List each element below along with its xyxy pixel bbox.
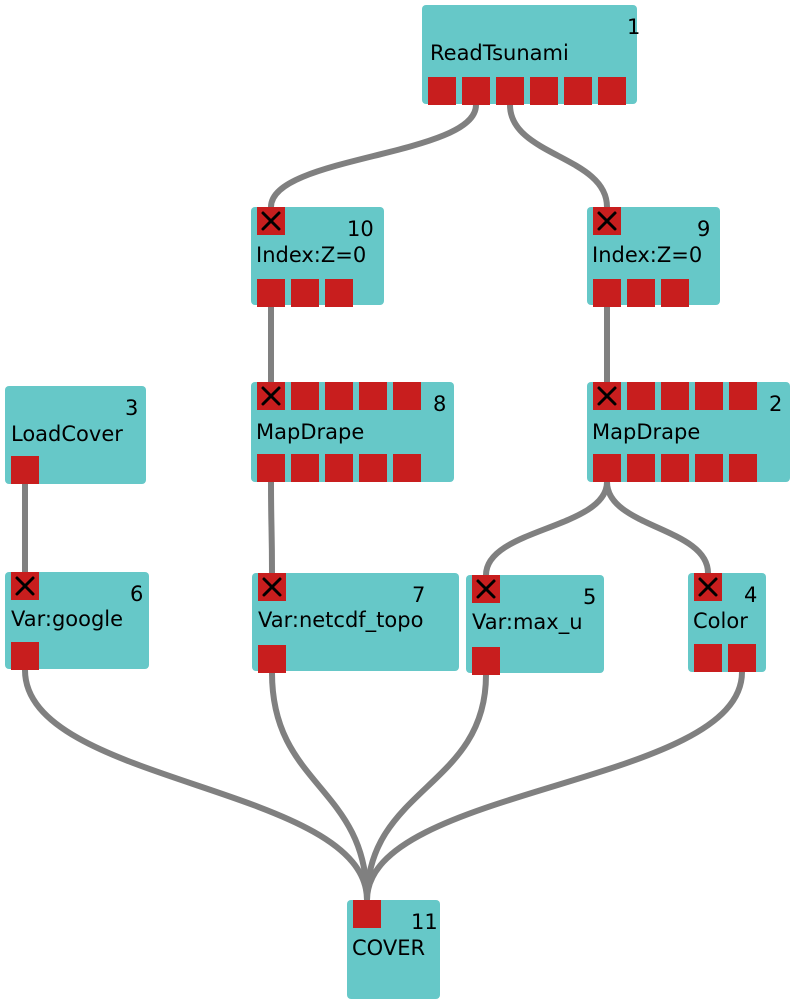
input-port[interactable] — [661, 382, 689, 410]
output-port[interactable] — [695, 454, 723, 482]
input-port[interactable] — [359, 382, 387, 410]
connection-mapdrape2-to-varmaxu[interactable] — [483, 479, 610, 578]
module-label: Var:google — [11, 607, 124, 631]
output-port[interactable] — [496, 77, 524, 105]
module-id: 7 — [412, 583, 426, 607]
output-port[interactable] — [359, 454, 387, 482]
module-id: 9 — [697, 217, 711, 241]
module-label: Index:Z=0 — [256, 243, 367, 267]
output-port[interactable] — [11, 642, 39, 670]
output-port[interactable] — [472, 647, 500, 675]
x-icon — [597, 211, 617, 231]
output-port[interactable] — [325, 279, 353, 307]
output-port[interactable] — [694, 644, 722, 672]
input-port[interactable] — [472, 575, 500, 603]
input-port[interactable] — [258, 573, 286, 601]
module-label: MapDrape — [256, 420, 365, 444]
output-port[interactable] — [257, 279, 285, 307]
input-port[interactable] — [593, 207, 621, 235]
x-icon — [261, 386, 281, 406]
input-port[interactable] — [729, 382, 757, 410]
input-port[interactable] — [11, 572, 39, 600]
x-icon — [476, 579, 496, 599]
module-id: 1 — [627, 15, 641, 39]
module-label: Var:netcdf_topo — [258, 608, 424, 632]
module-id: 4 — [744, 583, 758, 607]
output-port[interactable] — [627, 279, 655, 307]
x-icon — [262, 577, 282, 597]
module-id: 6 — [130, 582, 144, 606]
module-label: Var:max_u — [472, 610, 583, 634]
output-port[interactable] — [661, 279, 689, 307]
output-port[interactable] — [258, 645, 286, 673]
output-port[interactable] — [729, 454, 757, 482]
output-port[interactable] — [593, 279, 621, 307]
x-icon — [15, 576, 35, 596]
output-port[interactable] — [393, 454, 421, 482]
input-port[interactable] — [325, 382, 353, 410]
output-port[interactable] — [462, 77, 490, 105]
output-port[interactable] — [428, 77, 456, 105]
connection-readtsunami-to-index10[interactable] — [268, 102, 479, 210]
input-port[interactable] — [257, 382, 285, 410]
x-icon — [698, 577, 718, 597]
module-id: 2 — [769, 392, 783, 416]
connection-varnetcdf-to-cover[interactable] — [269, 670, 370, 903]
module-label: MapDrape — [592, 420, 701, 444]
input-port[interactable] — [627, 382, 655, 410]
module-label: Color — [693, 609, 748, 633]
output-port[interactable] — [627, 454, 655, 482]
module-id: 5 — [583, 585, 597, 609]
connection-mapdrape2-to-color[interactable] — [604, 479, 711, 576]
output-port[interactable] — [593, 454, 621, 482]
module-label: Index:Z=0 — [592, 243, 703, 267]
module-mapdrape8[interactable]: MapDrape 8 — [251, 382, 454, 482]
x-icon — [261, 211, 281, 231]
module-id: 8 — [433, 392, 447, 416]
output-port[interactable] — [661, 454, 689, 482]
connection-varmaxu-to-cover[interactable] — [364, 672, 489, 903]
output-port[interactable] — [598, 77, 626, 105]
output-port[interactable] — [564, 77, 592, 105]
output-port[interactable] — [291, 454, 319, 482]
module-readtsunami[interactable]: ReadTsunami 1 — [422, 5, 641, 105]
module-id: 10 — [347, 217, 374, 241]
input-port[interactable] — [257, 207, 285, 235]
module-id: 3 — [125, 396, 139, 420]
output-port[interactable] — [728, 644, 756, 672]
module-id: 11 — [411, 910, 438, 934]
connection-color-to-cover[interactable] — [364, 669, 745, 903]
input-port[interactable] — [393, 382, 421, 410]
module-label: LoadCover — [11, 422, 123, 446]
output-port[interactable] — [11, 456, 39, 484]
input-port[interactable] — [694, 573, 722, 601]
input-port[interactable] — [291, 382, 319, 410]
output-port[interactable] — [257, 454, 285, 482]
output-port[interactable] — [291, 279, 319, 307]
connection-vargoogle-to-cover[interactable] — [22, 667, 370, 903]
input-port[interactable] — [593, 382, 621, 410]
input-port[interactable] — [353, 900, 381, 928]
module-label: ReadTsunami — [430, 41, 569, 65]
output-port[interactable] — [325, 454, 353, 482]
x-icon — [597, 386, 617, 406]
module-mapdrape2[interactable]: MapDrape 2 — [587, 382, 790, 482]
module-label: COVER — [352, 936, 426, 960]
connection-mapdrape8-to-varnetcdf[interactable] — [268, 479, 275, 576]
input-port[interactable] — [695, 382, 723, 410]
output-port[interactable] — [530, 77, 558, 105]
connection-readtsunami-to-index9[interactable] — [507, 102, 610, 210]
